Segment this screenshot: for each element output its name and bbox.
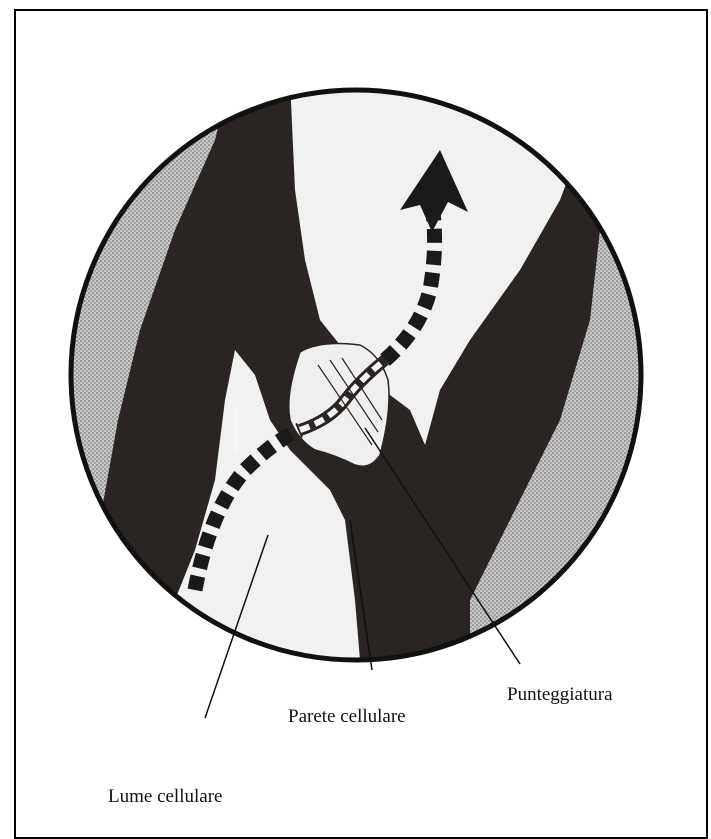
- tick-mark: [233, 408, 238, 452]
- label-punteggiatura: Punteggiatura: [507, 684, 613, 706]
- label-parete-cellulare: Parete cellulare: [288, 706, 406, 728]
- label-lume-cellulare: Lume cellulare: [108, 786, 222, 808]
